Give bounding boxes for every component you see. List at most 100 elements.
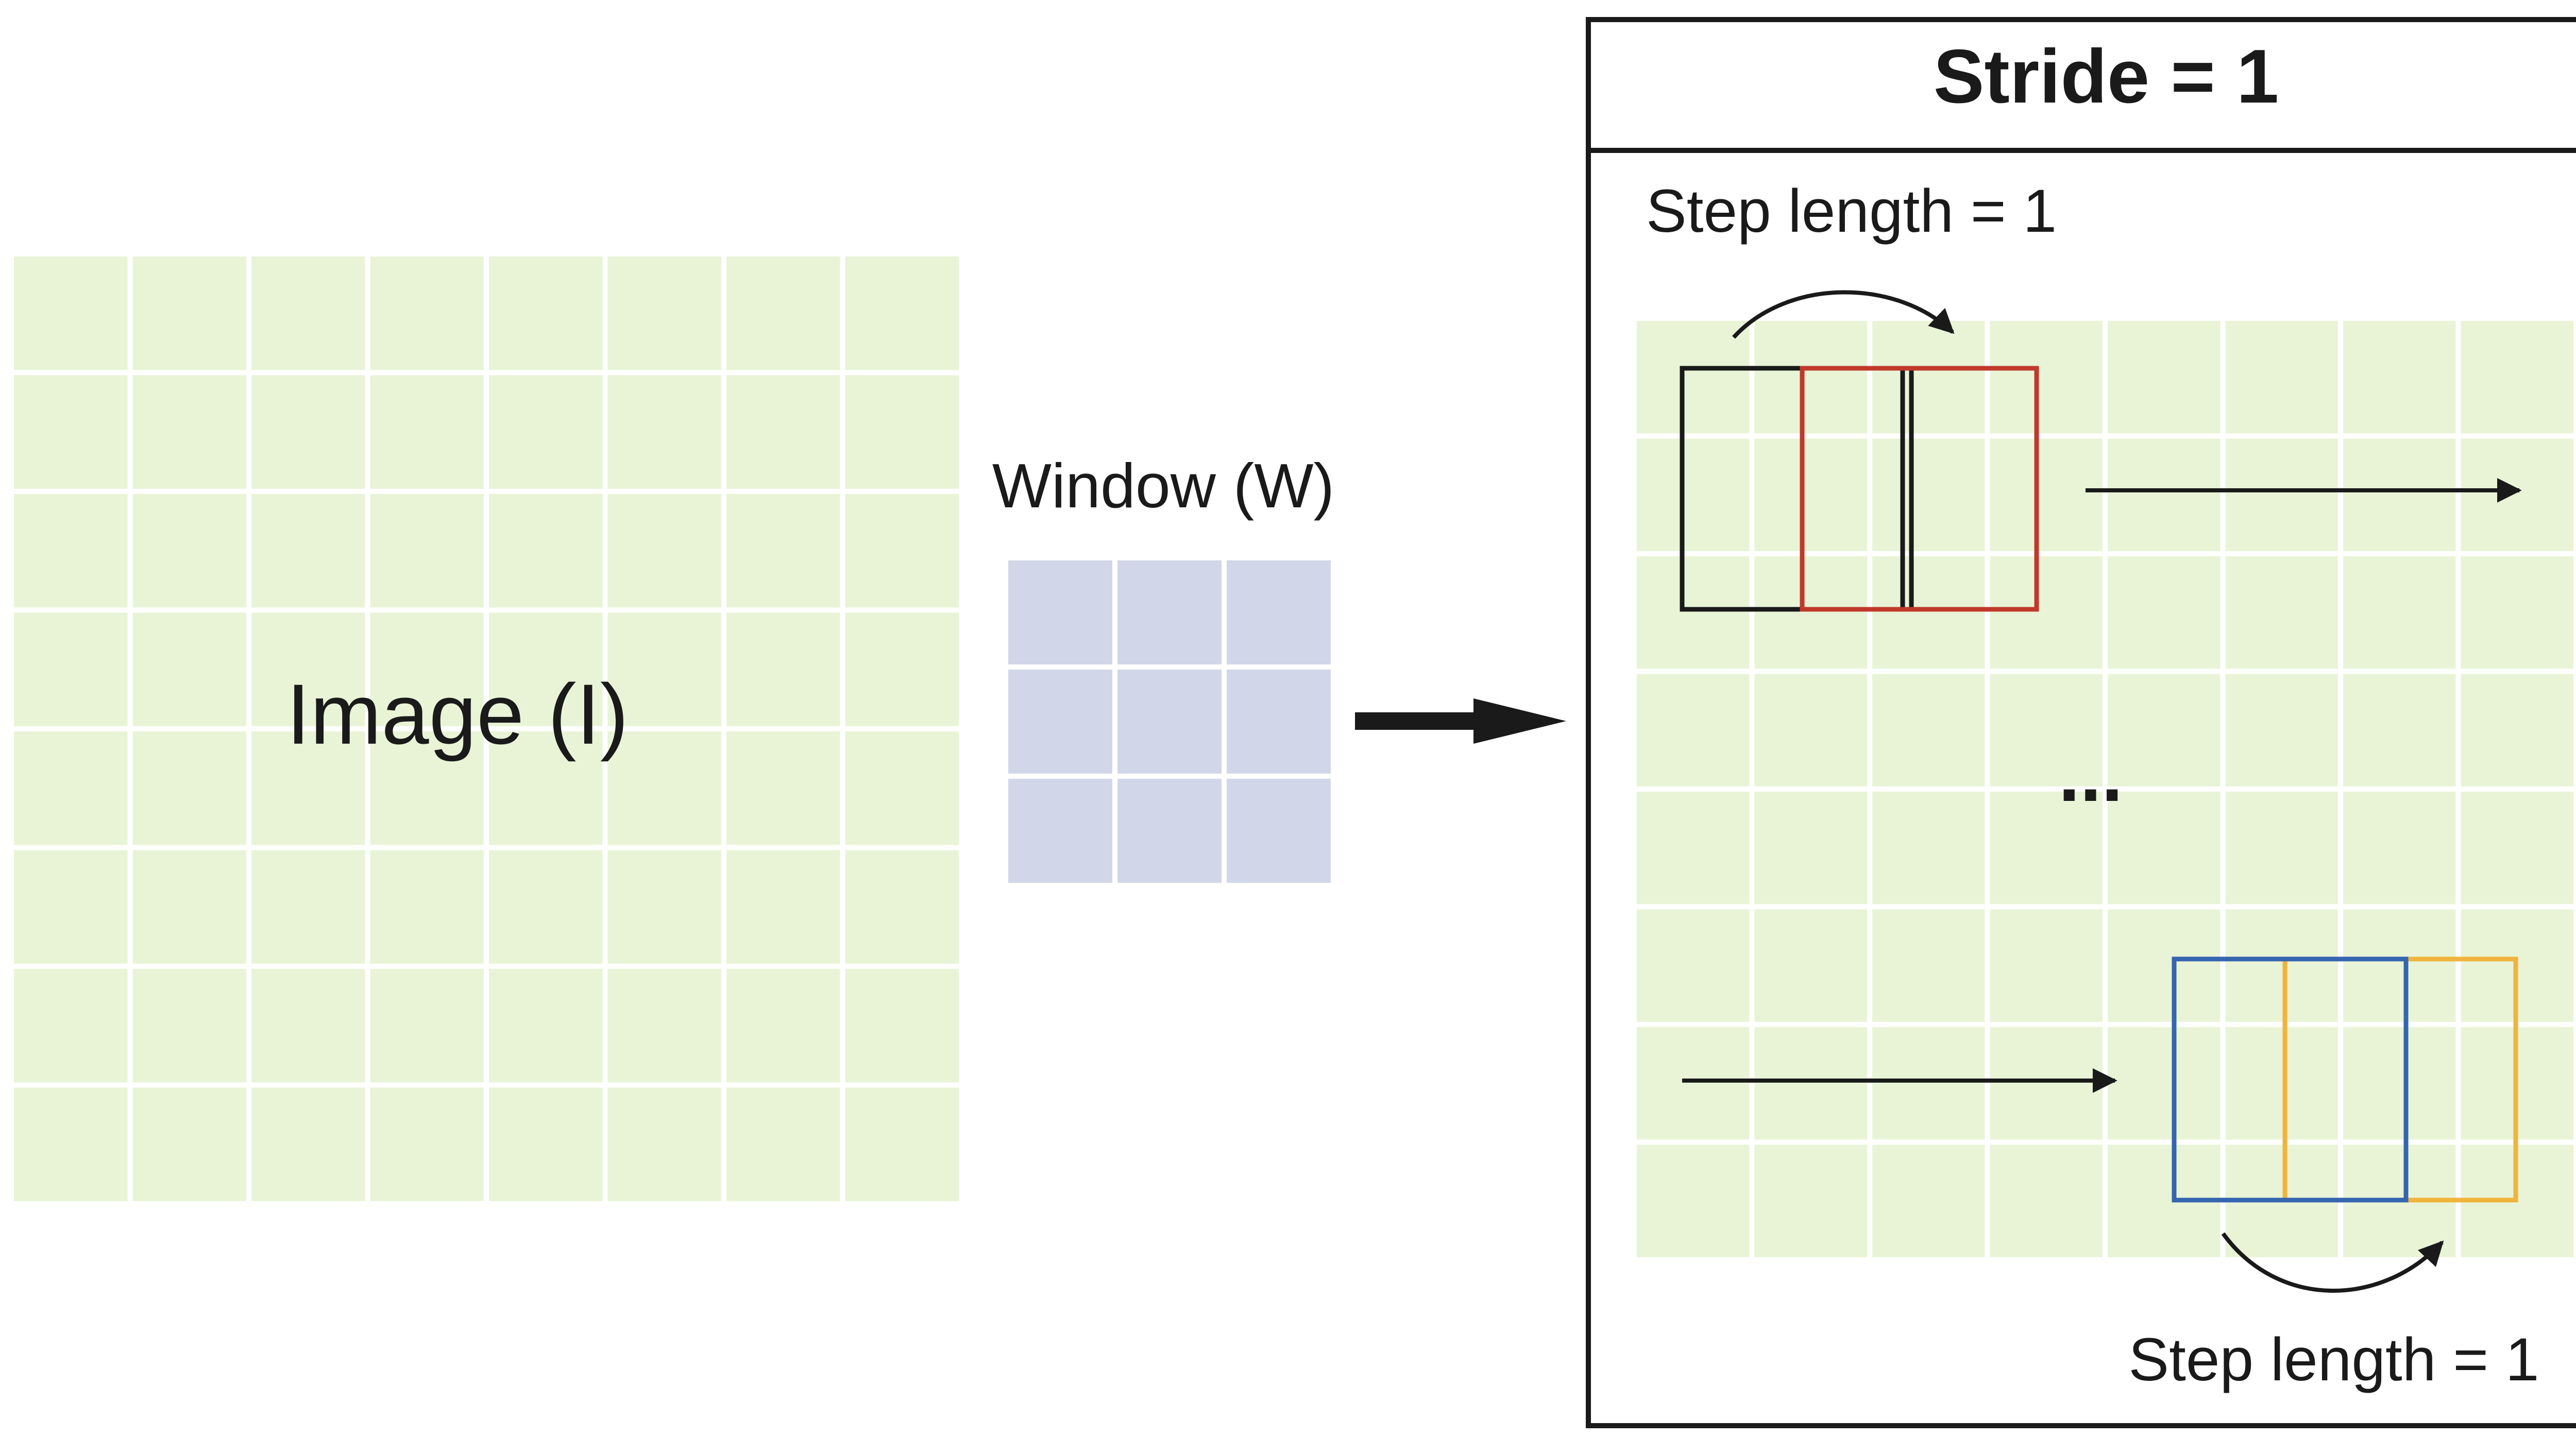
image-cell <box>845 375 959 489</box>
image-cell <box>132 969 246 1083</box>
stride-cell <box>1872 674 1985 786</box>
stride-cell <box>1990 792 2103 904</box>
image-cell <box>14 969 128 1083</box>
stride-cell <box>1637 321 1750 434</box>
image-grid <box>14 256 959 1201</box>
image-cell <box>489 612 603 726</box>
image-cell <box>132 375 246 489</box>
image-cell <box>132 494 246 608</box>
bottom-step-label: Step length = 1 <box>2128 1326 2539 1394</box>
stride-cell <box>1637 438 1750 551</box>
image-cell <box>251 256 365 370</box>
stride-cell <box>2225 674 2338 786</box>
image-cell <box>370 256 484 370</box>
image-cell <box>607 256 721 370</box>
image-cell <box>726 375 840 489</box>
stride-panel-frame <box>1586 17 2576 1428</box>
stride-cell <box>1990 556 2103 669</box>
stride-cell <box>2343 909 2456 1022</box>
image-cell <box>370 612 484 726</box>
image-cell <box>845 969 959 1083</box>
stride-cell <box>1872 438 1985 551</box>
image-cell <box>251 1087 365 1201</box>
stride-cell <box>1872 321 1985 434</box>
stride-cell <box>2343 321 2456 434</box>
stride-cell <box>1990 674 2103 786</box>
stride-cell <box>2461 321 2573 434</box>
image-cell <box>370 969 484 1083</box>
stride-cell <box>1872 1027 1985 1140</box>
image-cell <box>607 731 721 845</box>
window-cell <box>1008 560 1112 664</box>
stride-cell <box>1637 909 1750 1022</box>
window-cell <box>1117 670 1222 774</box>
ellipsis: ... <box>2058 731 2123 817</box>
stride-grid <box>1637 321 2573 1257</box>
stride-cell <box>2461 792 2573 904</box>
image-cell <box>489 256 603 370</box>
stride-cell <box>2108 321 2221 434</box>
image-cell <box>370 850 484 964</box>
image-cell <box>132 731 246 845</box>
stride-cell <box>1754 556 1867 669</box>
image-cell <box>251 612 365 726</box>
image-cell <box>607 1087 721 1201</box>
image-cell <box>607 494 721 608</box>
image-cell <box>489 969 603 1083</box>
window-cell <box>1227 670 1331 774</box>
stride-cell <box>2461 438 2573 551</box>
bottom-step-arrow <box>2221 1232 2444 1293</box>
image-cell <box>251 375 365 489</box>
image-cell <box>845 256 959 370</box>
stride-cell <box>2343 792 2456 904</box>
window-cell <box>1227 560 1331 664</box>
image-cell <box>14 850 128 964</box>
stride-cell <box>1872 1144 1985 1257</box>
image-cell <box>726 969 840 1083</box>
stride-cell <box>1990 909 2103 1022</box>
stride-cell <box>1754 674 1867 786</box>
stride-cell <box>2343 438 2456 551</box>
image-cell <box>132 1087 246 1201</box>
window-cell <box>1008 670 1112 774</box>
image-cell <box>489 494 603 608</box>
top-step-label: Step length = 1 <box>1646 177 2057 245</box>
image-cell <box>370 731 484 845</box>
image-cell <box>726 612 840 726</box>
stride-cell <box>1637 1027 1750 1140</box>
window-grid <box>1008 560 1331 883</box>
stride-cell <box>1637 674 1750 786</box>
image-cell <box>14 731 128 845</box>
window-cell <box>1227 779 1331 883</box>
image-cell <box>14 612 128 726</box>
stride-cell <box>2108 792 2221 904</box>
stride-cell <box>2225 321 2338 434</box>
image-cell <box>607 969 721 1083</box>
stride-cell <box>2225 792 2338 904</box>
stride-cell <box>2225 909 2338 1022</box>
image-cell <box>14 375 128 489</box>
stride-cell <box>1754 792 1867 904</box>
image-cell <box>489 850 603 964</box>
image-cell <box>607 612 721 726</box>
image-cell <box>251 850 365 964</box>
image-cell <box>14 494 128 608</box>
stride-cell <box>2225 1027 2338 1140</box>
image-cell <box>132 612 246 726</box>
image-cell <box>726 256 840 370</box>
stride-panel: Stride = 1 <box>1586 17 2576 1428</box>
stride-cell <box>2108 438 2221 551</box>
bottom-window-first <box>2172 956 2409 1203</box>
stride-cell <box>1754 321 1867 434</box>
image-cell <box>251 731 365 845</box>
stride-cell <box>1990 1144 2103 1257</box>
image-cell <box>14 256 128 370</box>
stride-cell <box>1872 792 1985 904</box>
stride-cell <box>2343 674 2456 786</box>
stride-cell <box>2108 1027 2221 1140</box>
top-window-first <box>1680 366 1905 612</box>
image-cell <box>845 1087 959 1201</box>
stride-cell <box>1754 438 1867 551</box>
image-cell <box>370 494 484 608</box>
stride-cell <box>1637 556 1750 669</box>
